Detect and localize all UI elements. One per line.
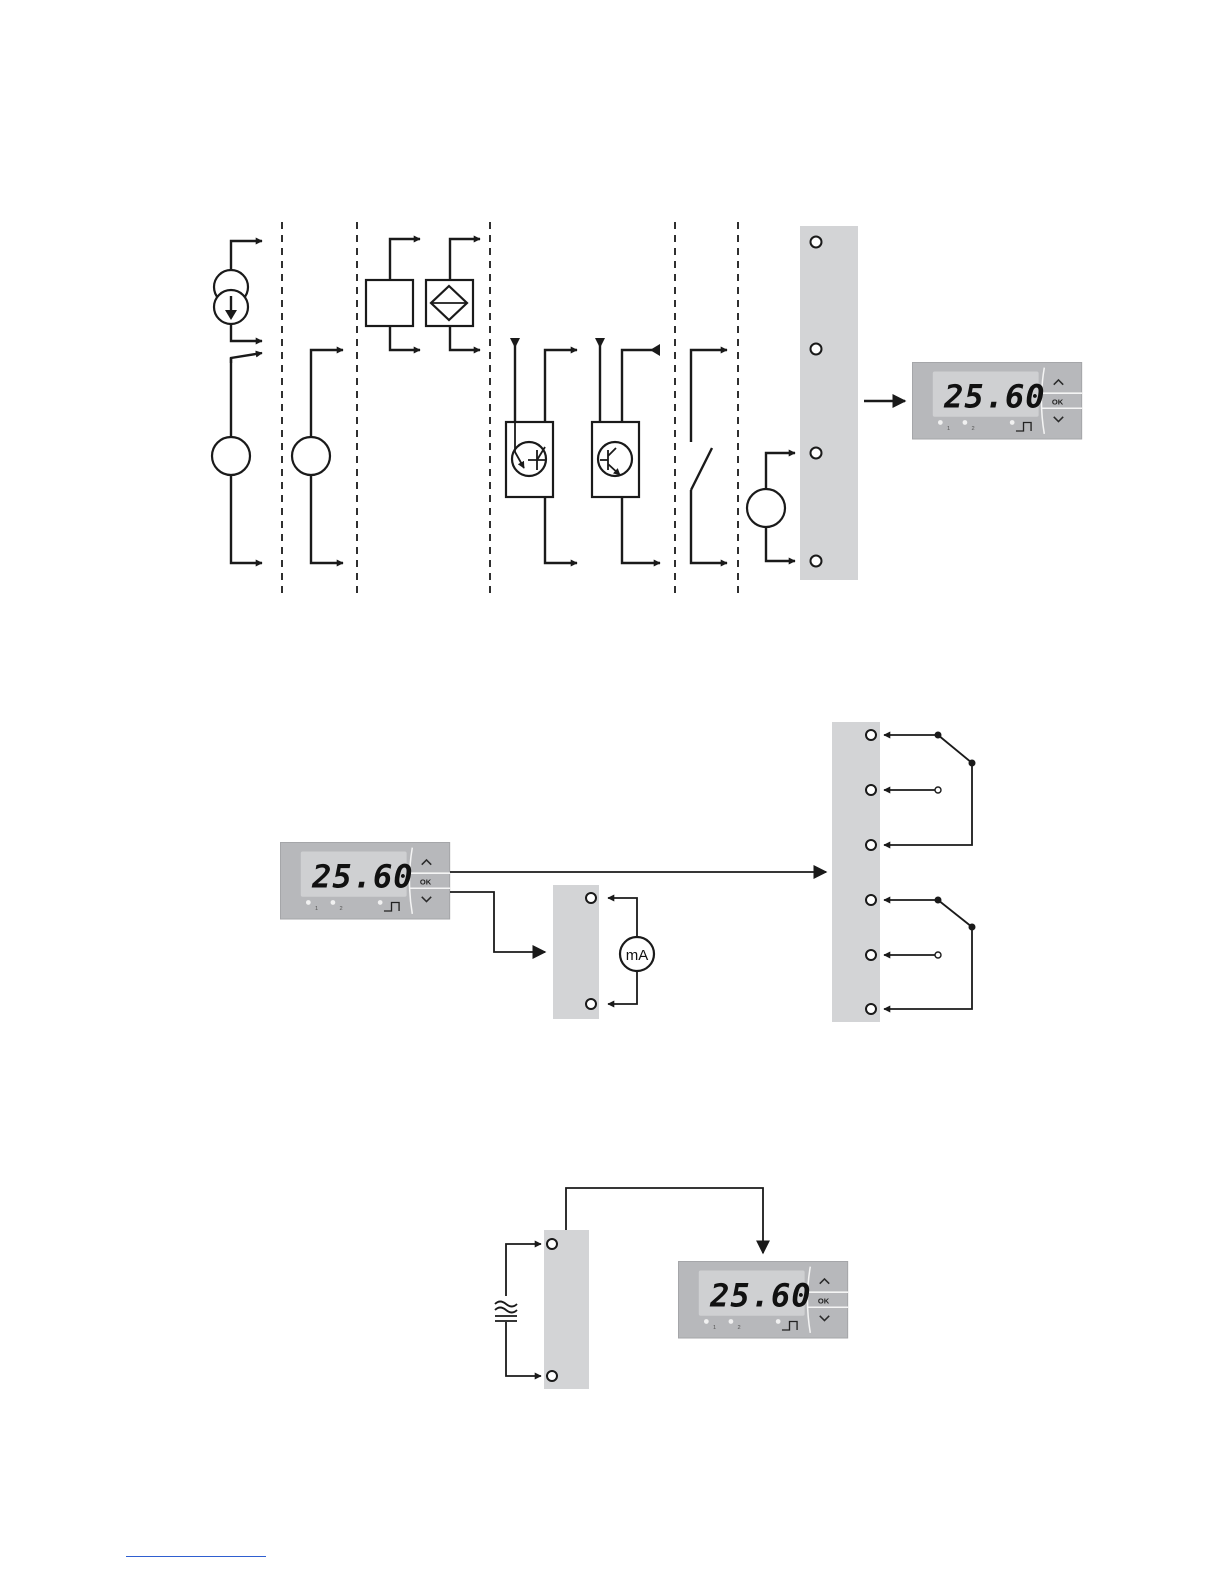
npn-transistor-symbol — [506, 338, 577, 563]
source-symbol — [212, 358, 262, 563]
panel-meter-display: 25.60 OK 1 2 — [280, 842, 450, 919]
input-terminal-strip — [800, 226, 858, 580]
terminal — [866, 730, 876, 740]
sensor-box-symbol — [366, 239, 420, 350]
ok-button-label: OK — [1052, 398, 1064, 407]
source-symbol — [292, 350, 343, 563]
led-2-label: 2 — [972, 426, 975, 432]
display-reading: 25.60 — [943, 377, 1045, 415]
terminal — [811, 556, 822, 567]
terminal — [547, 1371, 557, 1381]
ok-button-label: OK — [420, 878, 432, 887]
panel-meter-display: 25.60 OK 1 2 — [678, 1261, 848, 1338]
signal-arrow — [566, 1188, 763, 1253]
terminal — [811, 237, 822, 248]
relay-1-contacts — [884, 732, 976, 846]
power-section: 25.60 OK 1 2 — [495, 1188, 848, 1389]
pnp-transistor-symbol — [592, 338, 660, 563]
terminal — [866, 785, 876, 795]
display-reading: 25.60 — [311, 857, 413, 895]
power-terminal-strip — [544, 1230, 589, 1389]
led-2-label: 2 — [340, 906, 343, 912]
terminal — [811, 344, 822, 355]
relay-2-contacts — [884, 897, 976, 1010]
terminal — [866, 895, 876, 905]
footer-link[interactable] — [126, 1556, 266, 1557]
terminal — [866, 840, 876, 850]
terminal — [547, 1239, 557, 1249]
output-section: 25.60 OK 1 2 mA — [280, 722, 976, 1022]
milliamp-label: mA — [626, 947, 649, 964]
transformer-symbol — [214, 241, 262, 363]
display-reading: 25.60 — [709, 1276, 811, 1314]
relay-output-strip — [832, 722, 880, 1022]
namur-sensor-symbol — [426, 239, 480, 350]
switch-symbol — [691, 350, 727, 563]
terminal — [811, 448, 822, 459]
ac-dc-supply-icon — [495, 1244, 541, 1376]
led-1-label: 1 — [713, 1325, 716, 1331]
source-symbol — [747, 453, 795, 561]
terminal — [866, 950, 876, 960]
panel-meter-display: 25.60 OK 1 2 — [912, 362, 1082, 439]
analog-output-strip: mA — [553, 885, 654, 1019]
terminal — [586, 999, 596, 1009]
input-section: 25.60 OK 1 2 — [212, 222, 1082, 595]
terminal — [866, 1004, 876, 1014]
signal-arrow — [450, 892, 545, 952]
led-1-label: 1 — [947, 426, 950, 432]
ok-button-label: OK — [818, 1297, 830, 1306]
led-2-label: 2 — [738, 1325, 741, 1331]
terminal — [586, 893, 596, 903]
led-1-label: 1 — [315, 906, 318, 912]
